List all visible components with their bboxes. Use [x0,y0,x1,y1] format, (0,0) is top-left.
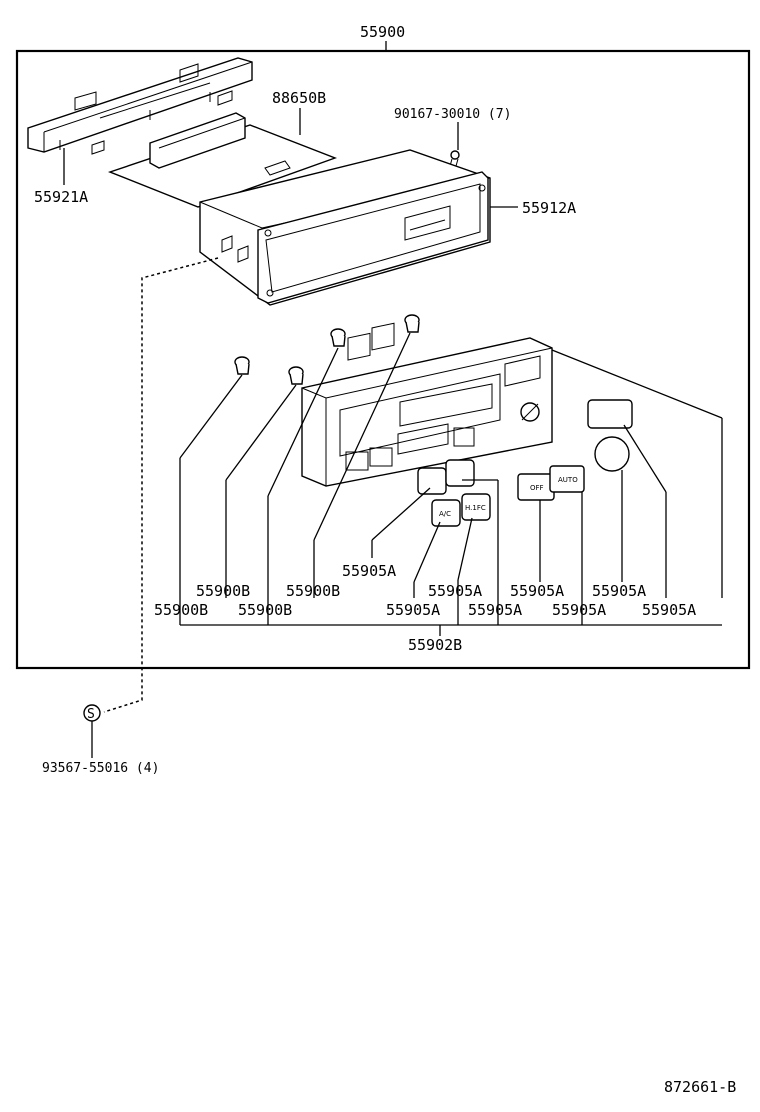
knob-55905a [594,436,630,472]
screw-55900b-d [404,314,420,333]
button-auto: AUTO [549,465,585,493]
label-55905a-5: 55905A [386,601,440,619]
label-55900b-4: 55900B [238,601,292,619]
diagram-code: 872661-B [664,1078,736,1096]
label-55921a: 55921A [34,188,88,206]
assembly-label: 55900 [360,23,405,41]
bracket-55921a [27,57,253,155]
leader-lines [179,332,723,636]
button-ac: A/C [431,499,461,527]
housing-55912a [199,149,491,306]
label-88650b: 88650B [272,89,326,107]
label-55905a-6: 55905A [468,601,522,619]
button-fan-b [445,459,475,487]
label-55900b-1: 55900B [196,582,250,600]
label-55905a-7: 55905A [552,601,606,619]
screw-55900b-c [330,328,346,347]
svg-text:OFF: OFF [530,484,544,492]
svg-text:H.1FC: H.1FC [465,504,486,512]
label-93567: 93567-55016 (4) [42,761,159,776]
label-90167: 90167-30010 (7) [394,107,511,122]
button-fan-a [417,467,447,495]
screw-55900b-a [234,356,250,375]
label-55905a-1: 55905A [342,562,396,580]
circuit-board-88650b [107,112,338,208]
screw-93567: S [83,704,101,722]
svg-text:A/C: A/C [439,510,451,518]
dashed-leader-93567 [103,257,219,713]
control-panel-55902b [301,322,553,487]
label-55905a-4: 55905A [592,582,646,600]
label-55900b-3: 55900B [154,601,208,619]
screw-symbol: S [87,707,95,722]
button-off: OFF [517,473,555,501]
button-hi: H.1FC [461,493,491,521]
label-55905a-2: 55905A [428,582,482,600]
svg-text:AUTO: AUTO [558,476,578,484]
button-mode [587,399,633,429]
screw-55900b-b [288,366,304,385]
label-55905a-8: 55905A [642,601,696,619]
label-55902b: 55902B [408,636,462,654]
label-55900b-2: 55900B [286,582,340,600]
label-55905a-3: 55905A [510,582,564,600]
assembly-frame [15,49,751,670]
label-55912a: 55912A [522,199,576,217]
